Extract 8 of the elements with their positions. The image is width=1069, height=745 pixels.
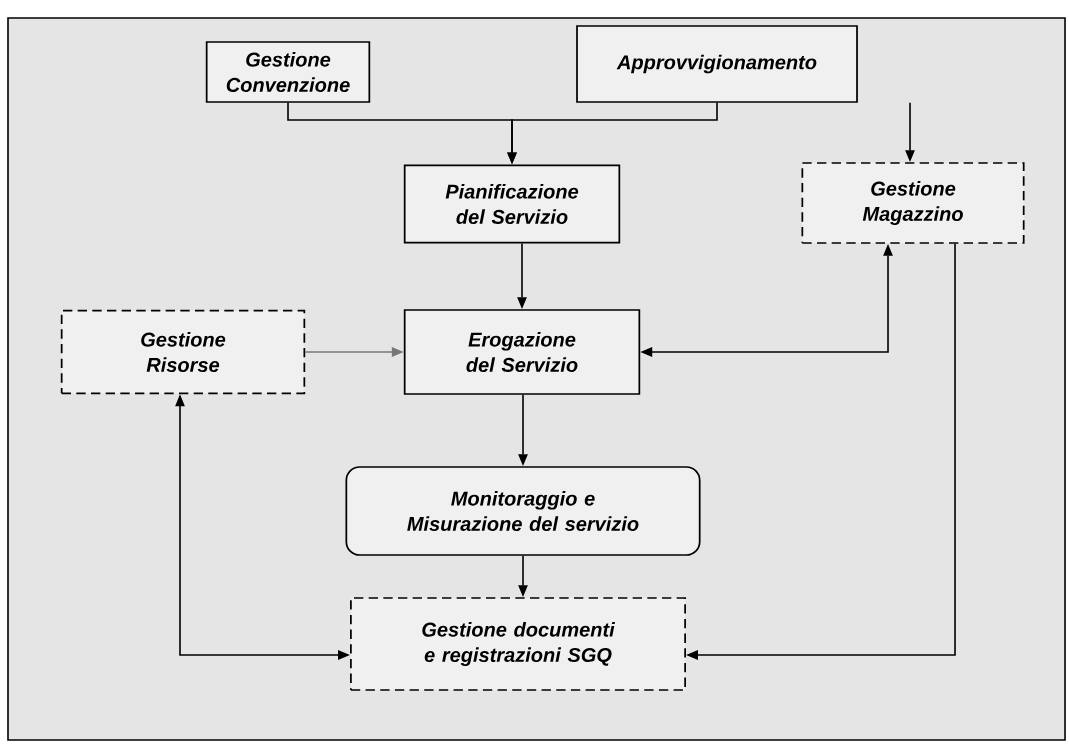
- process-box: Pianificazione del Servizio: [403, 164, 621, 244]
- process-box: Erogazione del Servizio: [403, 309, 641, 395]
- dashed-box: Gestione documenti e registrazioni SGQ: [350, 597, 686, 691]
- rounded-box: Monitoraggio e Misurazione del servizio: [345, 466, 701, 556]
- dashed-box: Gestione Magazzino: [801, 162, 1025, 244]
- process-box: Approvvigionamento: [576, 25, 858, 103]
- process-box: Gestione Convenzione: [205, 41, 371, 103]
- dashed-box: Gestione Risorse: [60, 309, 306, 395]
